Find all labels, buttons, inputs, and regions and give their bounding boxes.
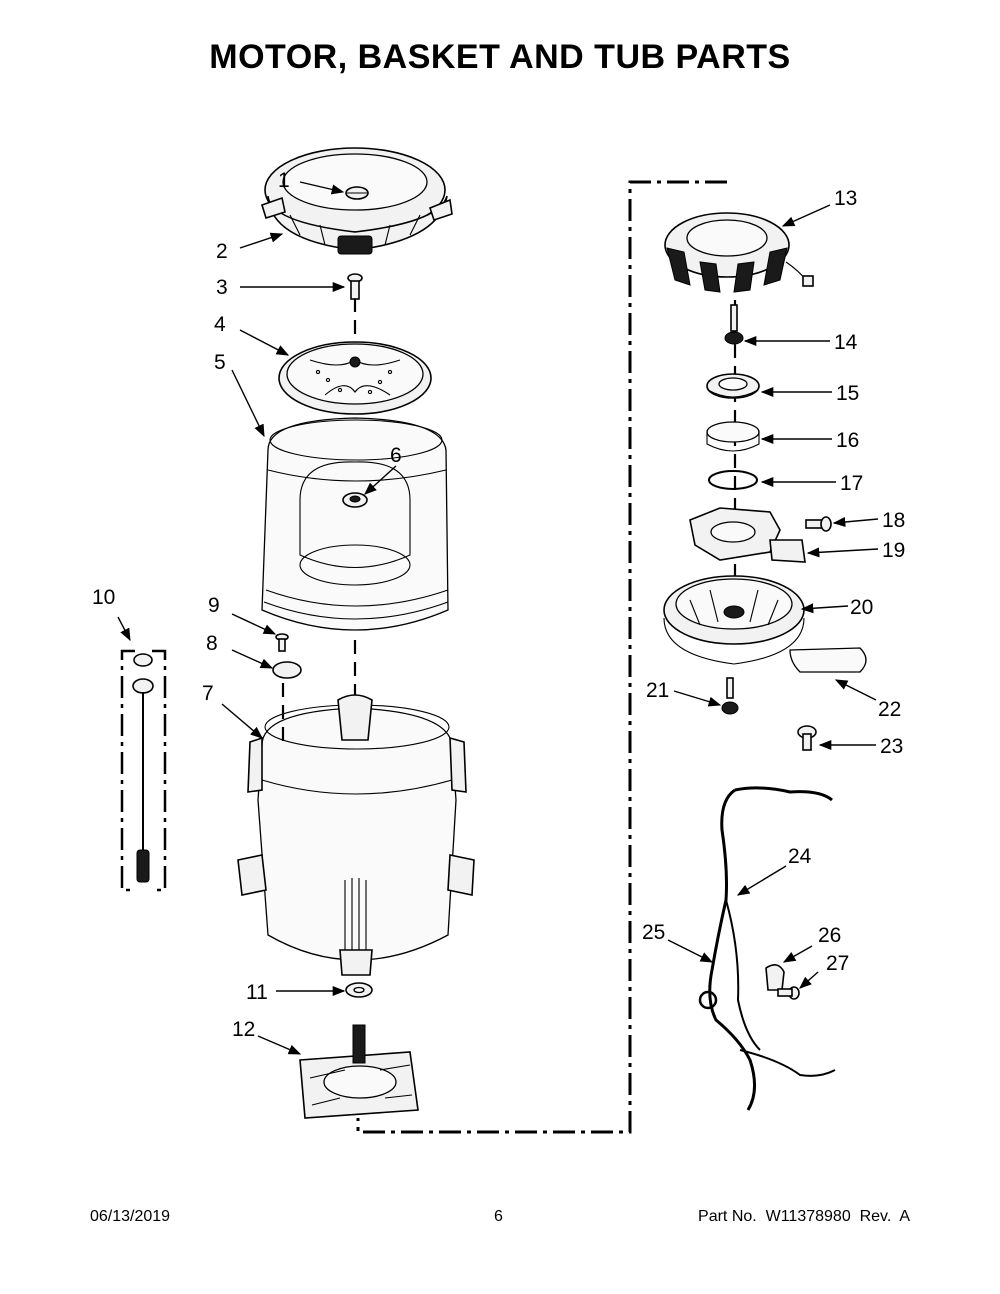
footer-part-number: Part No. W11378980 Rev. A	[698, 1208, 910, 1225]
callout-25: 25	[642, 921, 665, 944]
callout-21: 21	[646, 679, 669, 702]
callout-8: 8	[206, 632, 218, 655]
part-rotor	[663, 575, 805, 665]
callout-20: 20	[850, 596, 873, 619]
part-tub	[237, 694, 475, 976]
part-seal-ring	[272, 661, 302, 679]
callout-14: 14	[834, 331, 858, 354]
part-screw-18	[805, 516, 832, 532]
callout-12: 12	[232, 1018, 255, 1041]
part-screw-27	[777, 986, 800, 1000]
part-wire-clip	[765, 964, 785, 991]
callout-2: 2	[216, 240, 228, 263]
callout-17: 17	[840, 472, 863, 495]
part-basket-ring	[261, 147, 453, 255]
connection-route-line	[356, 180, 727, 1134]
callout-3: 3	[216, 276, 228, 299]
callout-6: 6	[390, 444, 402, 467]
part-wire-harness	[698, 786, 836, 1111]
part-stator	[664, 212, 814, 293]
page-title: MOTOR, BASKET AND TUB PARTS	[209, 38, 791, 76]
callout-23: 23	[880, 735, 903, 758]
callout-11: 11	[246, 981, 268, 1004]
callout-13: 13	[834, 187, 857, 210]
part-retaining-ring	[708, 470, 758, 490]
callout-7: 7	[202, 682, 214, 705]
callout-19: 19	[882, 539, 905, 562]
part-bearing	[706, 373, 760, 399]
callout-16: 16	[836, 429, 859, 452]
footer-page-number: 6	[494, 1208, 503, 1225]
part-bracket	[689, 507, 806, 563]
callout-26: 26	[818, 924, 841, 947]
part-impeller	[278, 341, 432, 415]
part-mounting-plate	[299, 1024, 419, 1119]
part-hub-nut	[342, 492, 368, 508]
part-basket	[261, 417, 449, 631]
callout-10: 10	[92, 586, 115, 609]
callout-15: 15	[836, 382, 859, 405]
part-bolt-14	[724, 304, 744, 345]
part-suspension-rod	[120, 649, 167, 892]
callout-1: 1	[278, 169, 290, 192]
part-screw-23	[797, 725, 817, 751]
part-shield	[789, 647, 867, 673]
callout-27: 27	[826, 952, 849, 975]
footer-date: 06/13/2019	[90, 1208, 171, 1225]
part-screw-9	[275, 633, 289, 652]
part-cap	[345, 186, 369, 200]
part-rotor-bolt	[721, 677, 739, 715]
part-washer	[345, 982, 373, 998]
part-bearing-sleeve	[706, 421, 760, 452]
leader-lines	[117, 181, 879, 1055]
part-bolt	[347, 273, 363, 300]
callout-5: 5	[214, 351, 226, 374]
callout-9: 9	[208, 594, 220, 617]
callout-18: 18	[882, 509, 905, 532]
callout-22: 22	[878, 698, 901, 721]
callout-4: 4	[214, 313, 226, 336]
callout-24: 24	[788, 845, 812, 868]
